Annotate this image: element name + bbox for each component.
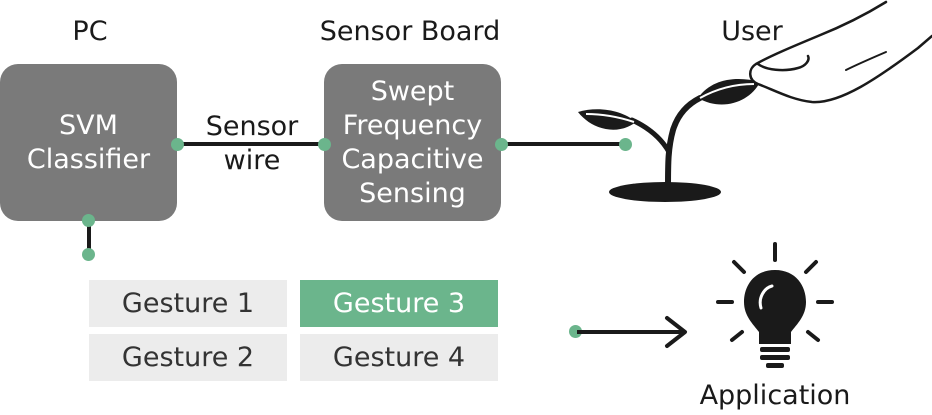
pc-svm-classifier-box: SVM Classifier — [0, 64, 177, 221]
application-arrow-start-connector — [569, 325, 582, 338]
sensor-wire-label: Sensor wire — [196, 110, 308, 178]
pc-output-bottom-connector — [82, 248, 95, 261]
sensor-wire — [177, 142, 324, 146]
sensor-box-line-4: Sensing — [359, 177, 466, 209]
gesture-2-cell: Gesture 2 — [89, 334, 287, 381]
pc-output-top-connector — [82, 214, 95, 227]
pc-box-line-2: Classifier — [26, 143, 151, 175]
application-title: Application — [699, 380, 851, 411]
sensor-box-line-3: Capacitive — [341, 143, 484, 175]
gesture-1-label: Gesture 1 — [121, 288, 255, 319]
sensor-box-line-1: Swept — [370, 75, 455, 107]
pc-wire-connector — [171, 138, 184, 151]
plant-wire — [501, 142, 625, 146]
gesture-4-cell: Gesture 4 — [300, 334, 498, 381]
sensor-board-title: Sensor Board — [319, 16, 501, 47]
sensor-wire-label-line-2: wire — [223, 145, 281, 176]
sensor-box-line-2: Frequency — [342, 109, 483, 141]
gesture-3-cell: Gesture 3 — [300, 280, 498, 327]
finger-icon — [749, 0, 932, 104]
plant-icon — [578, 79, 760, 202]
user-title: User — [721, 16, 783, 47]
pc-title: PC — [72, 16, 108, 47]
lightbulb-icon — [716, 242, 834, 368]
gesture-1-cell: Gesture 1 — [89, 280, 287, 327]
gesture-2-label: Gesture 2 — [121, 342, 255, 373]
pc-output-wire — [87, 221, 91, 254]
gesture-4-label: Gesture 4 — [332, 342, 466, 373]
sensor-board-left-connector — [318, 138, 331, 151]
sensor-board-right-connector — [495, 138, 508, 151]
sensor-wire-label-line-1: Sensor — [205, 111, 299, 142]
arrow-right-icon — [577, 316, 687, 348]
gesture-3-label: Gesture 3 — [332, 288, 466, 319]
pc-box-line-1: SVM — [59, 109, 118, 141]
plant-connector — [619, 138, 632, 151]
sensor-board-box: Swept Frequency Capacitive Sensing — [324, 64, 501, 221]
